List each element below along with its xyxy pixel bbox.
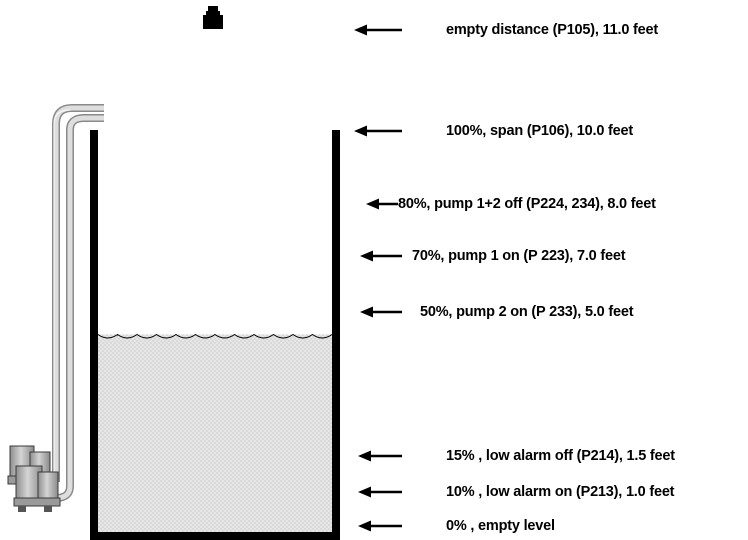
discharge-pipe-2 xyxy=(55,114,104,502)
level-label-low-alarm-off: 15% , low alarm off (P214), 1.5 feet xyxy=(446,448,675,464)
level-label-low-alarm-on: 10% , low alarm on (P213), 1.0 feet xyxy=(446,484,675,500)
left-arrow-icon xyxy=(358,450,402,462)
liquid-surface-wave xyxy=(97,333,333,339)
level-label-empty-level: 0% , empty level xyxy=(446,518,555,534)
left-arrow-icon xyxy=(358,520,402,532)
left-arrow-icon xyxy=(360,306,402,318)
left-arrow-icon xyxy=(358,486,402,498)
left-arrow-icon xyxy=(354,24,402,36)
ultrasonic-transducer-icon xyxy=(203,6,223,29)
level-label-span: 100%, span (P106), 10.0 feet xyxy=(446,123,634,139)
tank-wall xyxy=(90,130,340,540)
level-label-pump-1-2-off: 80%, pump 1+2 off (P224, 234), 8.0 feet xyxy=(398,196,656,212)
left-arrow-icon xyxy=(354,125,402,137)
level-label-empty-distance: empty distance (P105), 11.0 feet xyxy=(446,22,659,38)
submersible-pump-icon xyxy=(13,465,61,512)
discharge-pipe-1 xyxy=(52,104,104,482)
level-label-pump-2-on: 50%, pump 2 on (P 233), 5.0 feet xyxy=(420,304,634,320)
left-arrow-icon xyxy=(360,250,402,262)
level-label-pump-1-on: 70%, pump 1 on (P 223), 7.0 feet xyxy=(412,248,626,264)
left-arrow-icon xyxy=(366,198,398,210)
liquid-level xyxy=(98,334,332,532)
